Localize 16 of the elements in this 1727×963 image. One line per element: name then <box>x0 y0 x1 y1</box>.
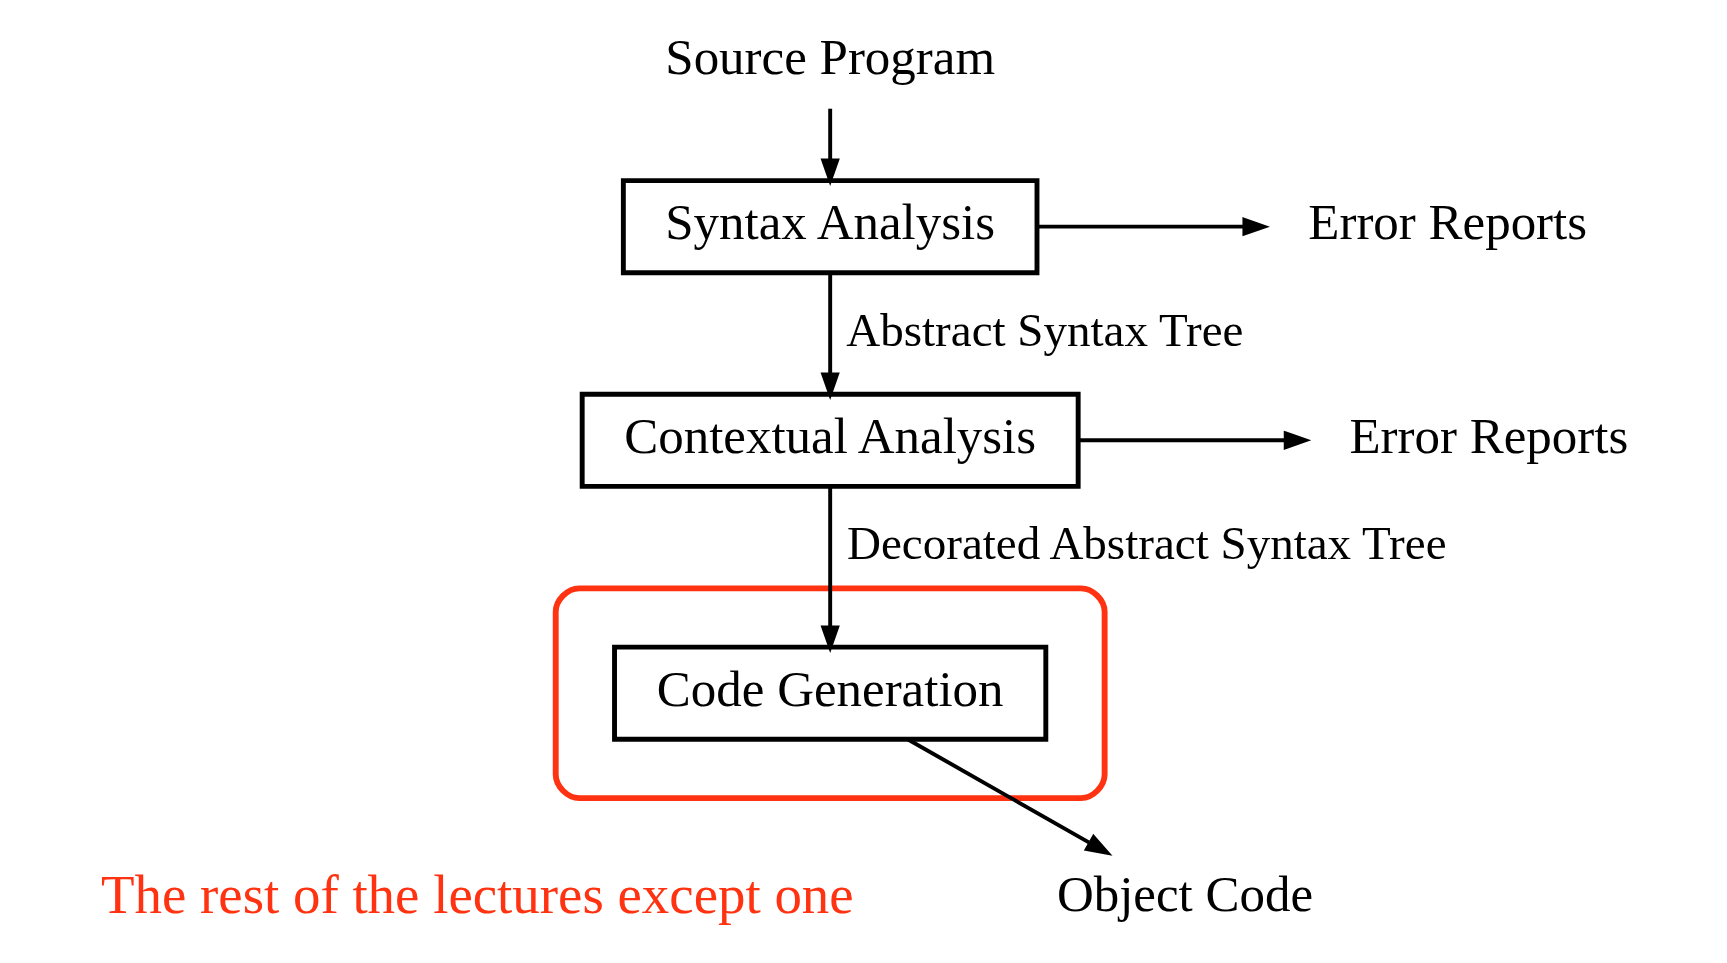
node-box: Contextual Analysis <box>579 391 1081 489</box>
node-box: Code Generation <box>612 644 1049 742</box>
node-text: Object Code <box>1056 866 1314 923</box>
arrow <box>1037 217 1270 237</box>
cluster <box>552 585 1108 802</box>
node-text: Error Reports <box>1349 407 1629 464</box>
arrow <box>820 273 840 400</box>
node-box: Syntax Analysis <box>620 178 1040 276</box>
node-label: The rest of the lectures except one <box>100 863 854 925</box>
arrow <box>820 486 840 654</box>
edge-label: Abstract Syntax Tree <box>846 303 1244 356</box>
arrow <box>1078 430 1312 450</box>
node-text: Source Program <box>665 29 996 86</box>
edge-label: Decorated Abstract Syntax Tree <box>847 517 1447 570</box>
arrow <box>820 108 840 187</box>
node-text: Error Reports <box>1308 194 1588 250</box>
